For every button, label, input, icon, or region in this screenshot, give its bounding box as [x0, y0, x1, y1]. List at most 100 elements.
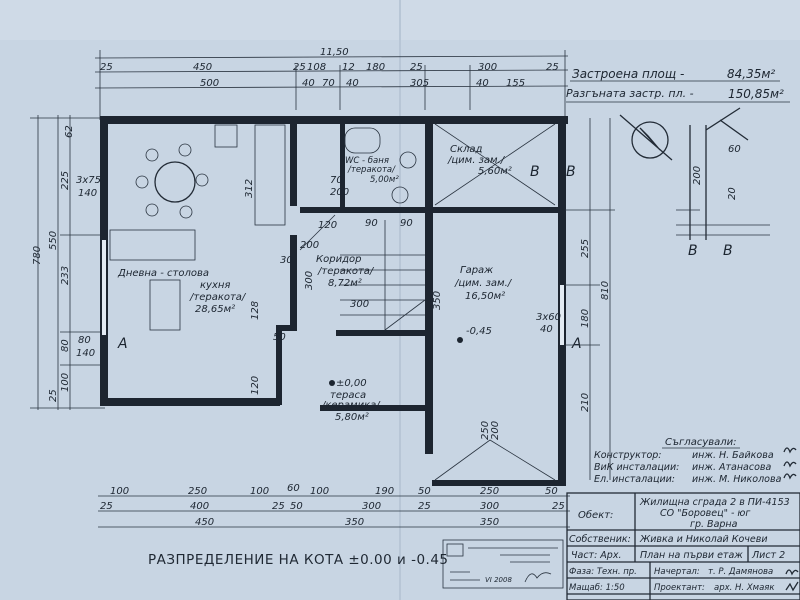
area-summary: Застроена площ - 84,35м² Разгъната застр… [566, 67, 790, 103]
coffee-table-icon [149, 279, 181, 331]
dim-bottom: 60 [287, 483, 300, 494]
title-block: Обект: Жилищна сграда 2 в ПИ-4153 СО "Бо… [566, 492, 800, 600]
top-dimensions: 11,50 25 450 25 108 12 180 25 300 25 500… [94, 47, 569, 120]
approval-role: ВиК инсталации: [594, 462, 679, 473]
dim-top: 25 [100, 62, 113, 73]
dim-right: 810 [600, 281, 611, 300]
dim-top: 12 [342, 62, 355, 73]
window-mark: 3x60 [536, 312, 561, 323]
dim-inner: 200 [490, 421, 501, 440]
dim-left: 225 [60, 171, 71, 190]
chair-icon [178, 143, 192, 157]
designer-value: арх. Н. Хмаяк [714, 583, 775, 593]
sink-icon [214, 124, 238, 148]
washbasin-icon [391, 186, 409, 204]
bathtub-icon [344, 127, 381, 154]
dim-inner: 90 [365, 218, 378, 229]
window-mark: 3x75 [76, 175, 101, 186]
toilet-icon [399, 151, 417, 169]
dim-inner: 30 [280, 255, 293, 266]
room-storage-name: Склад [450, 144, 483, 155]
signature-marks [783, 447, 797, 480]
room-terrace-finish: /керамика/ [321, 400, 381, 411]
section-mark-b: B [723, 243, 733, 259]
room-corridor-area: 8,72м² [328, 278, 362, 289]
dim-top: 25 [546, 62, 559, 73]
part-value: План на първи етаж [640, 550, 743, 561]
dim-top: 40 [346, 78, 359, 89]
section-mark-b: B [566, 164, 576, 180]
signature-marks [785, 569, 799, 592]
dim-inner: 128 [250, 301, 261, 320]
room-living-name2: кухня [200, 280, 230, 291]
object-value-line2: СО "Боровец" - юг [660, 508, 751, 519]
dim-left: 25 [48, 389, 59, 402]
window-mark: 80 [78, 335, 91, 346]
detail-dim: 20 [727, 187, 738, 200]
room-living-name: Дневна - столова [117, 268, 209, 279]
window-mark: 140 [78, 188, 97, 199]
dim-left: 80 [60, 339, 71, 352]
object-label: Обект: [578, 509, 613, 521]
dim-inner: 350 [432, 291, 443, 310]
room-garage-area: 16,50м² [465, 291, 505, 302]
dim-inner: 300 [304, 271, 315, 290]
owner-value: Живка и Николай Кочеви [639, 534, 768, 545]
approval-role: Конструктор: [594, 450, 662, 461]
room-storage-area: 5,60м² [478, 166, 512, 177]
dim-top: 300 [478, 62, 497, 73]
left-dimensions: 780 550 25 62 225 233 80 100 3x75 140 80… [30, 115, 105, 410]
sofa-icon [109, 229, 196, 261]
dim-top: 180 [366, 62, 385, 73]
stamp-date: VI 2008 [485, 576, 512, 584]
door-swing [299, 214, 336, 251]
dim-bottom: 100 [110, 486, 129, 497]
dim-bottom: 25 [100, 501, 113, 512]
section-detail-b-b: 60 200 20 B B [676, 107, 770, 259]
section-mark-b: B [688, 243, 698, 259]
room-wc-finish: /теракота/ [347, 165, 396, 175]
chair-icon [195, 173, 209, 187]
dim-bottom: 350 [345, 517, 364, 528]
scale-label: Мащаб: 1:50 [569, 583, 625, 593]
dim-inner: 90 [400, 218, 413, 229]
approval-name: инж. Н. Байкова [692, 450, 774, 461]
dim-inner: 50 [273, 332, 286, 343]
room-terrace-name: тераса [330, 390, 366, 401]
dim-top: 40 [302, 78, 315, 89]
walls [100, 116, 568, 486]
room-wc-area: 5,00м² [370, 175, 399, 185]
dim-right: 210 [580, 393, 591, 412]
chair-icon [135, 175, 149, 189]
right-dimensions: 810 255 180 210 [565, 118, 615, 480]
room-corridor-name: Коридор [316, 254, 361, 265]
dim-left: 780 [32, 246, 43, 265]
detail-dim: 60 [728, 144, 741, 155]
room-labels: Дневна - столова кухня /теракота/ 28,65м… [117, 144, 582, 423]
staircase-icon [340, 220, 426, 331]
total-area-value: 150,85м² [728, 87, 784, 101]
garage-door-swing [434, 439, 556, 481]
detail-dim: 200 [692, 166, 703, 185]
dim-top: 155 [506, 78, 525, 89]
dim-inner: 200 [330, 187, 349, 198]
dim-inner: 120 [250, 376, 261, 395]
dim-top: 70 [322, 78, 335, 89]
dim-right: 180 [580, 309, 591, 328]
chair-icon [179, 205, 193, 219]
dim-top: 305 [410, 78, 429, 89]
furniture [109, 123, 556, 481]
dim-bottom: 300 [362, 501, 381, 512]
dim-inner: 312 [244, 179, 255, 198]
object-value-line1: Жилищна сграда 2 в ПИ-4153 [639, 497, 790, 508]
part-label: Част: Арх. [571, 550, 621, 561]
level-marker-icon [329, 380, 335, 386]
dim-top: 40 [476, 78, 489, 89]
section-mark-a: A [571, 336, 582, 352]
owner-label: Собственик: [569, 534, 631, 545]
approvals: Съгласували: Конструктор: инж. Н. Байков… [594, 437, 797, 485]
room-wc-name: WC - баня [345, 156, 389, 166]
chair-icon [145, 148, 159, 162]
dim-bottom: 300 [480, 501, 499, 512]
